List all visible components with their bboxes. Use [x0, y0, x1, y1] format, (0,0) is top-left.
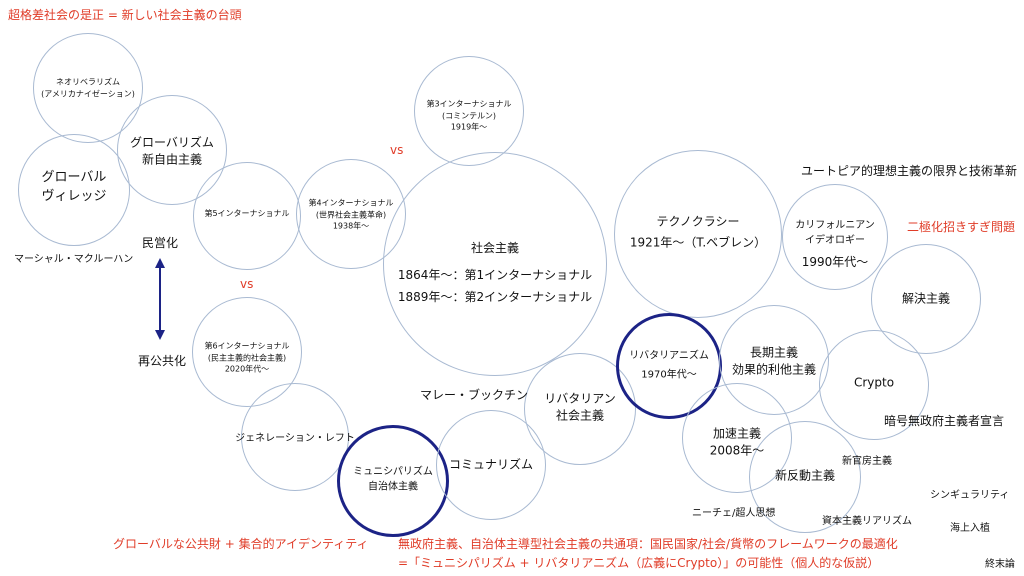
circle-neoreaction [749, 421, 861, 533]
node-global-village: グローバルヴィレッジ [41, 170, 107, 204]
node-neoliberalism: ネオリベラリズム(アメリカナイゼーション) [41, 77, 135, 98]
circle-socialism [383, 152, 607, 376]
node-communalism: コミュナリズム [448, 457, 534, 472]
vs-label-top: vs [390, 143, 404, 157]
bookchin-label: マレー・ブックチン [420, 388, 529, 402]
node-solutionism: 解決主義 [901, 291, 951, 306]
circle-crypto [819, 330, 929, 440]
node-fourth-international: 第4インターナショナル(世界社会主義革命)1938年〜 [308, 198, 394, 231]
node-neoreaction: 新反動主義 [774, 468, 836, 483]
eschatology-label: 終末論 [985, 559, 1015, 570]
seasteading-label: 海上入植 [950, 523, 990, 534]
circle-generation-left [241, 383, 349, 491]
node-generation-left: ジェネレーション・レフト [235, 432, 355, 444]
node-longtermism: 長期主義効果的利他主義 [731, 345, 817, 377]
circle-californian-ideology [782, 184, 888, 290]
circle-libertarian-socialism [524, 353, 636, 465]
node-third-international: 第3インターナショナル(コミンテルン)1919年〜 [426, 99, 512, 132]
node-sixth-international: 第6インターナショナル(民主主義的社会主義)2020年代〜 [204, 341, 290, 374]
node-municipalism: ミュニシパリズム自治体主義 [353, 466, 433, 493]
node-libertarian-socialism: リバタリアン社会主義 [544, 391, 616, 423]
crypto-anarchist-label: 暗号無政府主義者宣言 [884, 414, 1005, 428]
circle-solutionism [871, 244, 981, 354]
global-commons-label: グローバルな公共財 + 集合的アイデンティティ [113, 537, 369, 551]
nietzsche-label: ニーチェ/超人思想 [692, 508, 776, 519]
circle-communalism [436, 410, 546, 520]
circle-technocracy [614, 150, 782, 318]
double-arrow-icon [155, 258, 165, 340]
polarization-label: 二極化招きすぎ問題 [907, 220, 1016, 234]
neocameralism-label: 新官房主義 [842, 456, 892, 467]
capitalist-realism-label: 資本主義リアリズム [822, 516, 912, 527]
common-theme-line-2: =「ミュニシパリズム + リバタリアニズム（広義にCrypto）」の可能性（個人… [398, 556, 880, 570]
node-globalism: グローバリズム新自由主義 [130, 135, 214, 167]
circle-globalism [117, 95, 227, 205]
singularity-label: シンギュラリティ [930, 490, 1010, 501]
mcluhan-label: マーシャル・マクルーハン [14, 254, 134, 265]
common-theme-line-1: 無政府主義、自治体主導型社会主義の共通項：国民国家/社会/貨幣のフレームワークの… [398, 537, 898, 551]
recommonization-label: 再公共化 [138, 354, 187, 368]
node-fifth-international: 第5インターナショナル [204, 209, 290, 219]
diagram-title: 超格差社会の是正 = 新しい社会主義の台頭 [8, 8, 242, 22]
node-crypto: Crypto [853, 375, 895, 390]
utopia-label: ユートピア的理想主義の限界と技術革新 [801, 164, 1018, 178]
circle-global-village [18, 134, 130, 246]
circle-sixth-international [192, 297, 302, 407]
node-socialism: 社会主義 1864年〜：第1インターナショナル 1889年〜：第2インターナショ… [397, 241, 593, 304]
privatization-label: 民営化 [142, 236, 179, 250]
vs-label-middle: vs [240, 277, 254, 291]
